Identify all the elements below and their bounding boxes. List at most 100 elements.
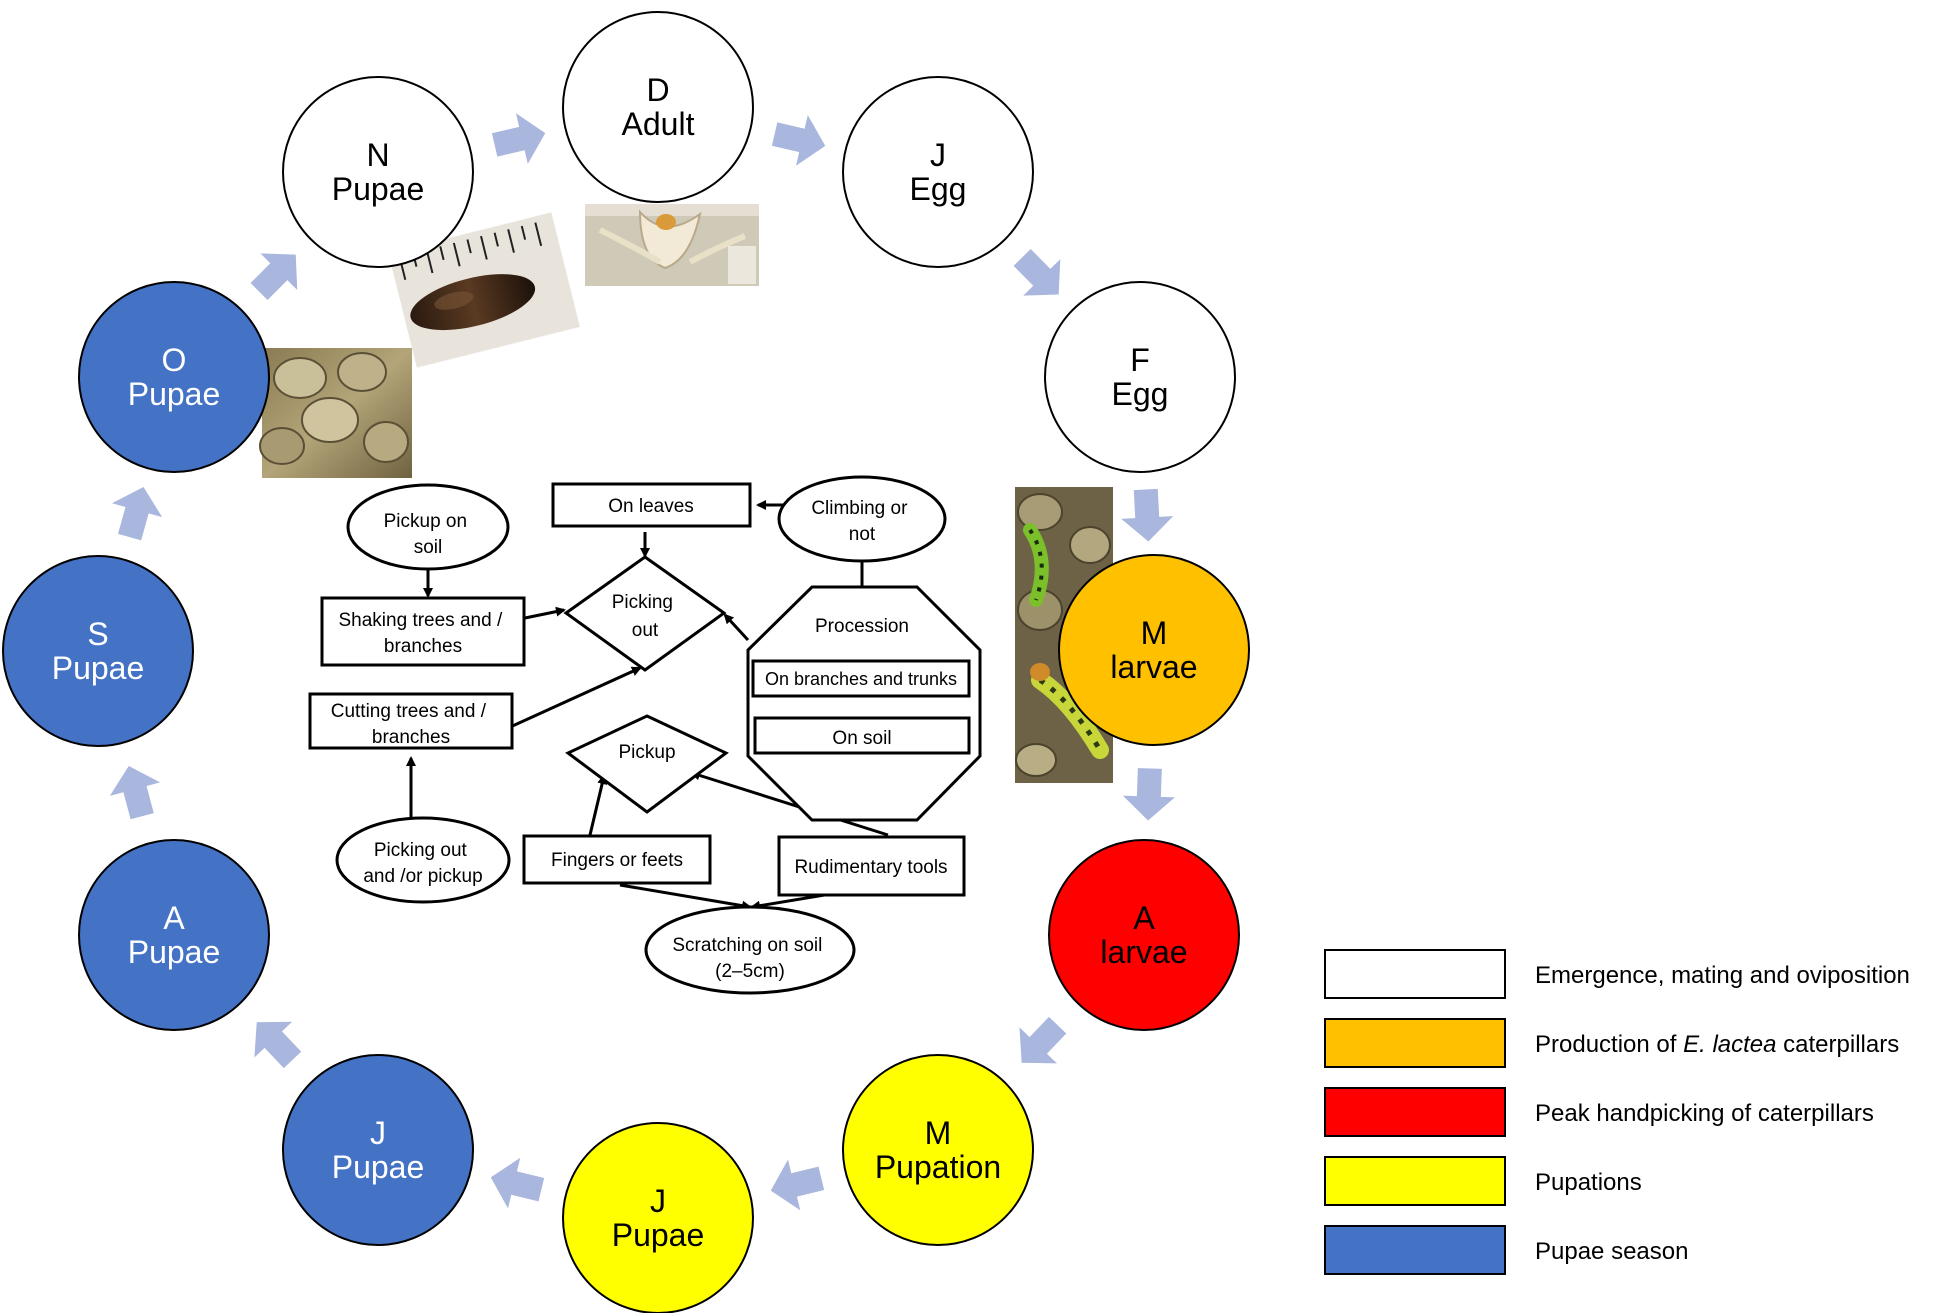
legend-label: Emergence, mating and oviposition [1535,962,1910,989]
stage-label: Egg [910,171,967,207]
month-circle [78,839,270,1031]
stage-label: Pupation [875,1149,1001,1185]
stage-label: larvae [1110,649,1197,685]
pupae-in-soil-photo [259,348,412,478]
month-circle [562,1122,754,1313]
legend-item: Emergence, mating and oviposition [1324,949,1910,999]
climbing-label: Climbing or not [811,498,912,545]
pupa-on-ruler-photo [388,212,580,368]
month-letter: O [162,342,187,378]
stage-label: Adult [622,106,695,142]
cycle-arrow [490,1157,545,1209]
cutting-label: Cutting trees and / branches [331,701,492,748]
stage-label: Pupae [332,171,425,207]
cycle-arrow [1013,248,1061,296]
on-leaves-label: On leaves [608,496,694,517]
month-letter: N [366,137,389,173]
month-circle [562,11,754,203]
shaking-node [320,596,526,667]
month-letter: M [925,1115,952,1151]
shaking-label: Shaking trees and / branches [339,610,508,657]
rudimentary-label: Rudimentary tools [794,857,947,878]
cycle-arrow [109,765,161,820]
legend-label: Pupae season [1535,1238,1688,1265]
fingers-label: Fingers or feets [551,850,683,871]
month-circle [78,281,270,473]
month-circle [2,555,194,747]
picking-out-node [563,555,727,672]
rudimentary-node [777,835,966,897]
legend-swatch [1324,1225,1506,1275]
month-letter: F [1130,342,1150,378]
stage-label: Pupae [128,934,221,970]
legend-item: Pupae season [1324,1225,1688,1275]
cycle-arrow [491,113,546,164]
month-circle [1044,281,1236,473]
legend: Emergence, mating and ovipositionProduct… [1324,949,1910,1275]
month-circle [1048,839,1240,1031]
scratching-label: Scratching on soil (2–5cm) [672,935,827,982]
legend-swatch [1324,949,1506,999]
cycle-arrow [1122,768,1175,821]
stage-label: Pupae [332,1149,425,1185]
cutting-node [308,692,514,750]
fingers-node [522,834,712,885]
cycle-arrow [770,1159,825,1211]
cycle-arrow [1121,488,1174,542]
flowchart-labels: Pickup on soil On leaves Climbing or not… [331,496,957,982]
cycle-arrow [254,1021,302,1069]
pickup-on-soil-label: Pickup on soil [384,511,473,558]
procession-node [746,585,982,822]
harvesting-flowchart [308,475,982,995]
picking-pickup-label: Picking out and /or pickup [363,840,482,887]
scratching-node [644,905,856,995]
adult-moth-photo [585,204,759,286]
legend-item: Peak handpicking of caterpillars [1324,1087,1874,1137]
month-circle [282,76,474,268]
cycle-arrow [112,487,163,541]
legend-swatch [1324,1087,1506,1137]
month-letter: A [1133,900,1155,936]
on-soil-label: On soil [832,728,891,749]
legend-swatch [1324,1156,1506,1206]
month-letter: M [1141,615,1168,651]
climbing-node [777,475,947,563]
stage-label: Egg [1112,376,1169,412]
legend-item: Production of E. lactea caterpillars [1324,1018,1899,1068]
legend-item: Pupations [1324,1156,1642,1206]
month-circle [842,1054,1034,1246]
cycle-arrow [250,253,298,300]
on-leaves-node [551,482,752,528]
procession-label: Procession [815,616,909,637]
month-circle [842,76,1034,268]
month-letter: D [646,72,669,108]
month-letter: A [163,900,185,936]
month-letter: J [650,1183,666,1219]
cycle-arrow [1019,1016,1067,1064]
legend-label: Peak handpicking of caterpillars [1535,1100,1874,1127]
pickup-label: Pickup [618,742,675,763]
stage-label: larvae [1100,934,1187,970]
on-branches-label: On branches and trunks [765,669,957,689]
stage-label: Pupae [128,376,221,412]
month-letter: S [87,616,108,652]
stage-label: Pupae [52,650,145,686]
month-circle [282,1054,474,1246]
picking-pickup-node [335,816,511,904]
cycle-circles: NPupaeDAdultJEggFEggMlarvaeAlarvaeMPupat… [2,11,1250,1313]
month-letter: J [370,1115,386,1151]
cycle-arrows [109,113,1175,1211]
